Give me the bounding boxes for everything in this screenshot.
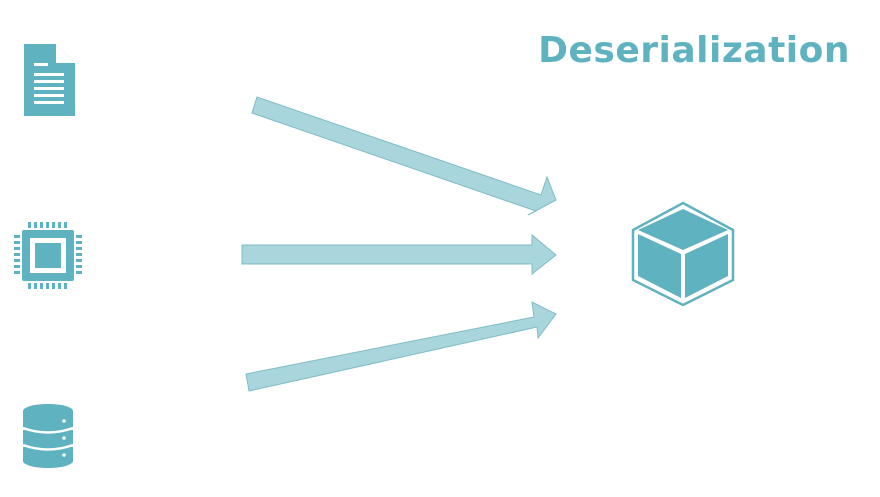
document-icon bbox=[24, 44, 75, 116]
cpu-chip-icon bbox=[14, 222, 82, 289]
arrow-top bbox=[251, 96, 557, 216]
slide-title: Deserialization bbox=[538, 30, 850, 71]
arrow-middle bbox=[241, 233, 557, 276]
cube-icon bbox=[631, 201, 735, 307]
arrow-bottom bbox=[245, 301, 557, 392]
database-icon bbox=[22, 404, 74, 468]
